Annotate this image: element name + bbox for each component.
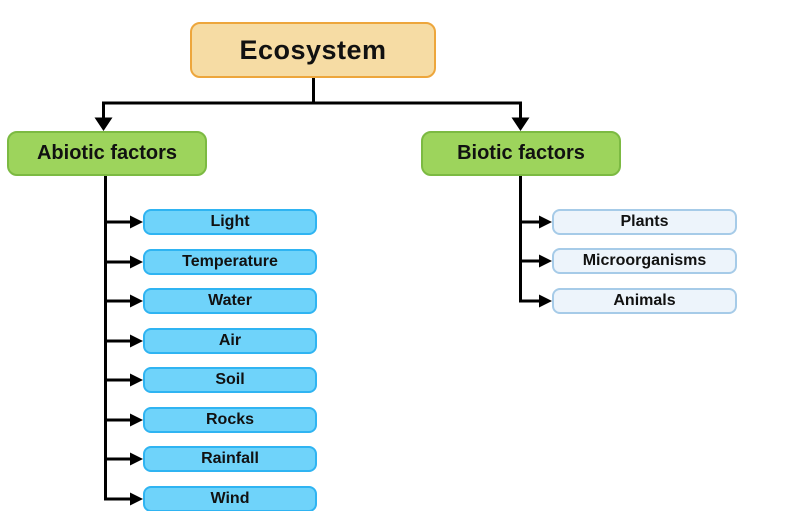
arrowhead-right <box>539 215 552 229</box>
arrowhead-right <box>130 215 143 229</box>
arrowhead-right <box>130 334 143 348</box>
node-biotic-factors: Biotic factors <box>421 131 621 176</box>
arrowhead-right <box>130 294 143 308</box>
node-wind: Wind <box>143 486 317 511</box>
node-ecosystem: Ecosystem <box>190 22 436 78</box>
node-rainfall: Rainfall <box>143 446 317 472</box>
arrowhead-right <box>130 492 143 506</box>
node-animals: Animals <box>552 288 737 314</box>
arrowhead-down-abiotic <box>94 117 113 131</box>
node-light: Light <box>143 209 317 235</box>
arrowhead-right <box>130 255 143 269</box>
arrowhead-right <box>130 413 143 427</box>
arrowhead-right <box>539 254 552 268</box>
node-soil: Soil <box>143 367 317 393</box>
distributor-line <box>102 101 522 119</box>
node-abiotic-factors: Abiotic factors <box>7 131 207 176</box>
node-microorganisms: Microorganisms <box>552 248 737 274</box>
node-air: Air <box>143 328 317 354</box>
node-plants: Plants <box>552 209 737 235</box>
node-temperature: Temperature <box>143 249 317 275</box>
arrowhead-down-biotic <box>511 117 530 131</box>
node-rocks: Rocks <box>143 407 317 433</box>
arrowhead-right <box>539 294 552 308</box>
arrowhead-right <box>130 373 143 387</box>
node-water: Water <box>143 288 317 314</box>
arrowhead-right <box>130 452 143 466</box>
